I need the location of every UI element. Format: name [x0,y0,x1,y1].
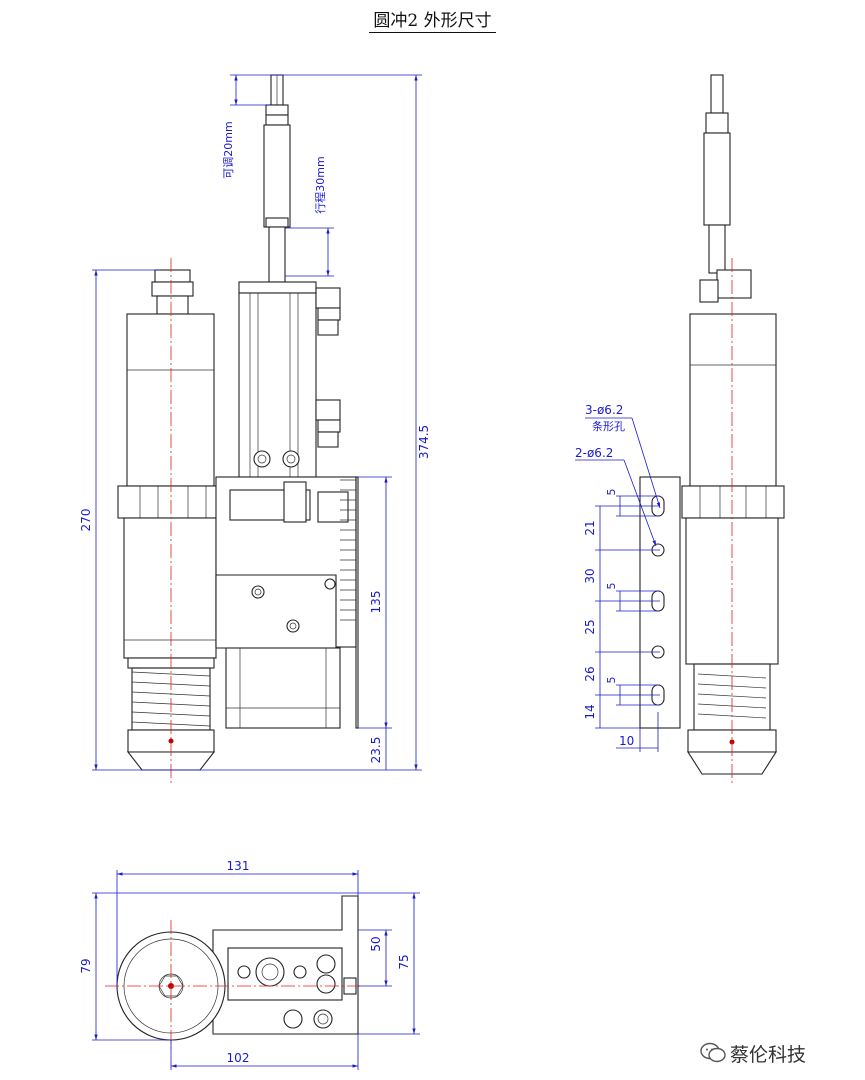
dim-slot-len-2: 5 [605,583,618,590]
top-view: 131 79 50 75 102 [79,859,420,1070]
front-air-fitting-bottom [315,399,341,421]
front-piston-rod [268,226,286,283]
side-cable-gland [716,269,752,299]
dim-slot-label: 条形孔 [592,419,625,433]
front-plate-screw-1 [251,585,265,599]
front-spring-stack [340,479,356,621]
dim-pitch-1: 21 [583,520,597,535]
side-view: 3-ø6.2 条形孔 2-ø6.2 21 30 25 26 14 5 [575,74,785,785]
dim-plate-depth: 50 [369,936,383,951]
front-cylinder-screw-left [253,450,271,468]
drawing-title: 圆冲2 外形尺寸 [0,6,865,33]
dim-top-depth: 79 [79,958,93,973]
top-dimensions: 131 79 50 75 102 [79,859,420,1070]
dim-slot-len-3: 5 [605,677,618,684]
dim-side-depth: 75 [397,954,411,969]
front-punch-pin [168,738,174,744]
drawing-title-text: 圆冲2 外形尺寸 [369,11,496,33]
side-rod-nut [705,112,729,134]
side-adjust-cylinder [703,132,731,226]
side-rod-top [710,74,724,114]
front-dimensions: 374.5 270 135 23.5 可调20mm 行程30mm [79,74,431,771]
front-air-cylinder [238,281,317,294]
dim-overall-height: 374.5 [417,425,431,459]
side-motor-body [689,313,777,487]
dim-slot-len-1: 5 [605,489,618,496]
front-guide-block [225,647,341,729]
dim-slot-holes: 3-ø6.2 [585,403,623,417]
dim-pitch-3: 25 [583,619,597,634]
dim-bottom-width: 102 [227,1051,250,1065]
dim-edge-offset: 10 [619,734,634,748]
side-piston-rod [708,224,726,274]
dim-bottom-offset: 23.5 [369,737,383,764]
dim-plate-height: 135 [369,591,383,614]
side-dimensions: 3-ø6.2 条形孔 2-ø6.2 21 30 25 26 14 5 [575,403,661,752]
front-plate-screw-2 [286,619,300,633]
top-screw-2 [313,1009,333,1029]
dim-body-height: 270 [79,509,93,532]
top-screw-1 [283,1009,303,1029]
front-air-fitting-top [315,287,341,309]
dim-pitch-2: 30 [583,568,597,583]
side-punch-tip [686,751,778,775]
front-cylinder-screw-right [282,450,300,468]
front-cable-gland [154,269,191,283]
front-rod-nut [265,104,289,116]
dim-pitch-bottom: 14 [583,704,597,719]
dim-round-holes: 2-ø6.2 [575,446,613,460]
front-view: 374.5 270 135 23.5 可调20mm 行程30mm [79,74,431,785]
dim-stroke: 行程30mm [314,156,327,213]
watermark-text: 蔡伦科技 [730,1044,807,1066]
front-back-plate [355,476,359,729]
front-motor-body [126,313,215,487]
dim-top-width: 131 [227,859,250,873]
top-fitting-main [255,957,285,987]
front-side-plate [215,574,337,649]
front-lower-body [123,517,217,659]
front-adjust-cylinder [263,124,291,228]
side-knurled-ring [681,485,785,519]
dim-pitch-4: 26 [583,666,597,681]
dim-adjustable: 可调20mm [222,121,235,178]
wechat-icon [700,1042,726,1063]
